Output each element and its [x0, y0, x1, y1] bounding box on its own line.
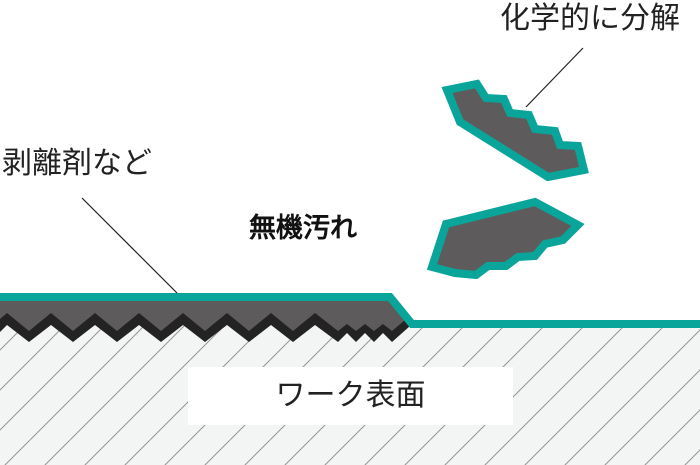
work-surface-label-box: ワーク表面	[188, 367, 513, 425]
leader-line-release	[81, 197, 178, 294]
release-layer-body	[0, 300, 405, 331]
label-release-agent: 剥離剤など	[2, 146, 152, 181]
label-work-surface: ワーク表面	[275, 378, 426, 413]
inorganic-fragment-lower	[426, 197, 585, 280]
decomposed-fragment-upper	[441, 79, 589, 182]
label-inorganic-dirt: 無機汚れ	[249, 213, 357, 244]
label-chemical-decomposition: 化学的に分解	[500, 1, 680, 36]
leader-line-decompose	[525, 47, 584, 108]
surface-coating-line	[0, 293, 700, 328]
